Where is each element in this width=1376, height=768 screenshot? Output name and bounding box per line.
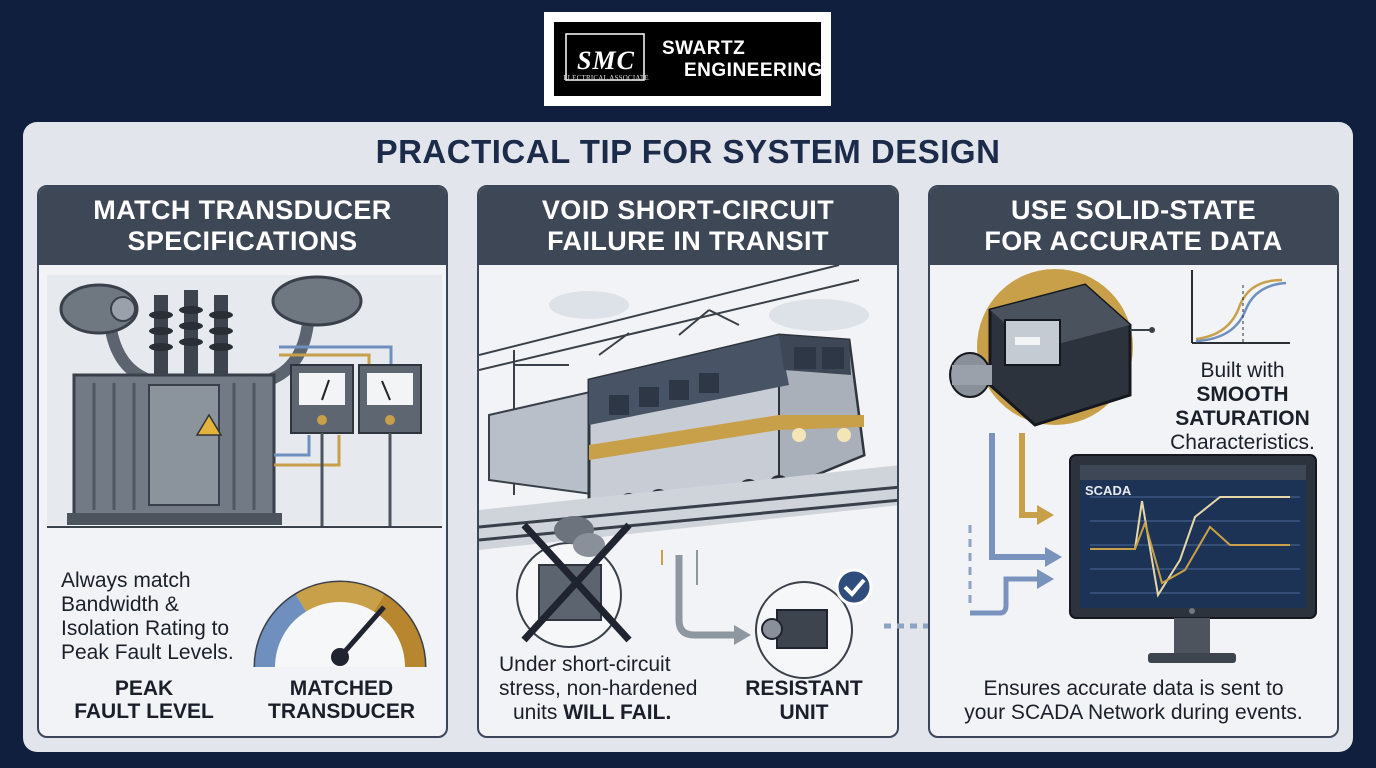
monitor-icon [1069,454,1317,663]
label-matched-line2: TRANSDUCER [268,700,415,723]
logo-company-line1: SWARTZ [662,38,746,59]
logo-mark-icon [565,33,645,81]
card-body-line3-emphasis: WILL FAIL. [563,701,672,724]
footer-line1: Ensures accurate data is sent to [983,677,1284,700]
card-body-line3: units WILL FAIL. [513,701,671,724]
card-body-line3: Isolation Rating to [61,617,230,640]
card-body-line4: Peak Fault Levels. [61,641,234,664]
card-heading-line1: MATCH TRANSDUCER [93,195,392,225]
label-matched-line1: MATCHED [289,677,394,700]
label-resistant-line1: RESISTANT [745,677,863,700]
card-body-line1: Always match [61,569,191,592]
card-heading-line2: FOR ACCURATE DATA [984,226,1283,256]
warning-icon [195,413,223,436]
card-illustration [479,265,897,679]
card-heading-line2: SPECIFICATIONS [127,226,358,256]
gauge-icon [253,580,427,668]
meter-icon [290,364,422,527]
logo: SMC ELECTRICAL ASSOCIATE SWARTZ ENGINEER… [544,12,831,106]
note-line2: SMOOTH [1196,383,1289,406]
card-heading-line2: FAILURE IN TRANSIT [547,226,829,256]
label-resistant-line2: UNIT [779,701,829,724]
label-peak-fault-line1: PEAK [114,677,174,700]
transducer-icon [761,609,828,649]
card-body-line2: stress, non-hardened [499,677,698,700]
logo-plate: SMC ELECTRICAL ASSOCIATE SWARTZ ENGINEER… [554,22,823,96]
cross-icon [521,522,632,643]
check-icon [835,568,873,606]
note-line4: Characteristics. [1170,431,1315,454]
logo-mark-text: SMC [577,46,635,75]
card-illustration [949,269,1317,663]
card-body-line1: Under short-circuit [499,653,671,676]
footer-line2: your SCADA Network during events. [964,701,1303,724]
logo-company-line2: ENGINEERING [684,60,823,81]
card-short-circuit: VOID SHORT-CIRCUIT FAILURE IN TRANSIT [477,185,899,738]
card-header: USE SOLID-STATE FOR ACCURATE DATA [930,187,1337,265]
label-peak-fault-line2: FAULT LEVEL [74,700,214,723]
card-heading-line1: USE SOLID-STATE [1010,195,1256,225]
card-heading-line1: VOID SHORT-CIRCUIT [541,195,835,225]
saturation-curve-icon [1191,270,1290,344]
card-header: MATCH TRANSDUCER SPECIFICATIONS [39,187,446,265]
transformer-icon [47,275,442,525]
note-line1: Built with [1200,359,1285,382]
card-body-line3-text: units [513,701,564,724]
page-title: PRACTICAL TIP FOR SYSTEM DESIGN [375,133,1001,170]
card-match-specs: MATCH TRANSDUCER SPECIFICATIONS [37,185,448,738]
card-illustration [47,275,442,668]
logo-mark-subtext: ELECTRICAL ASSOCIATE [563,74,649,82]
monitor-title: SCADA [1085,483,1132,498]
card-body-line2: Bandwidth & [61,593,179,616]
card-header: VOID SHORT-CIRCUIT FAILURE IN TRANSIT [479,187,897,265]
card-solid-state: USE SOLID-STATE FOR ACCURATE DATA [928,185,1339,738]
solid-state-sensor-icon [949,283,1132,427]
note-line3: SATURATION [1175,407,1310,430]
